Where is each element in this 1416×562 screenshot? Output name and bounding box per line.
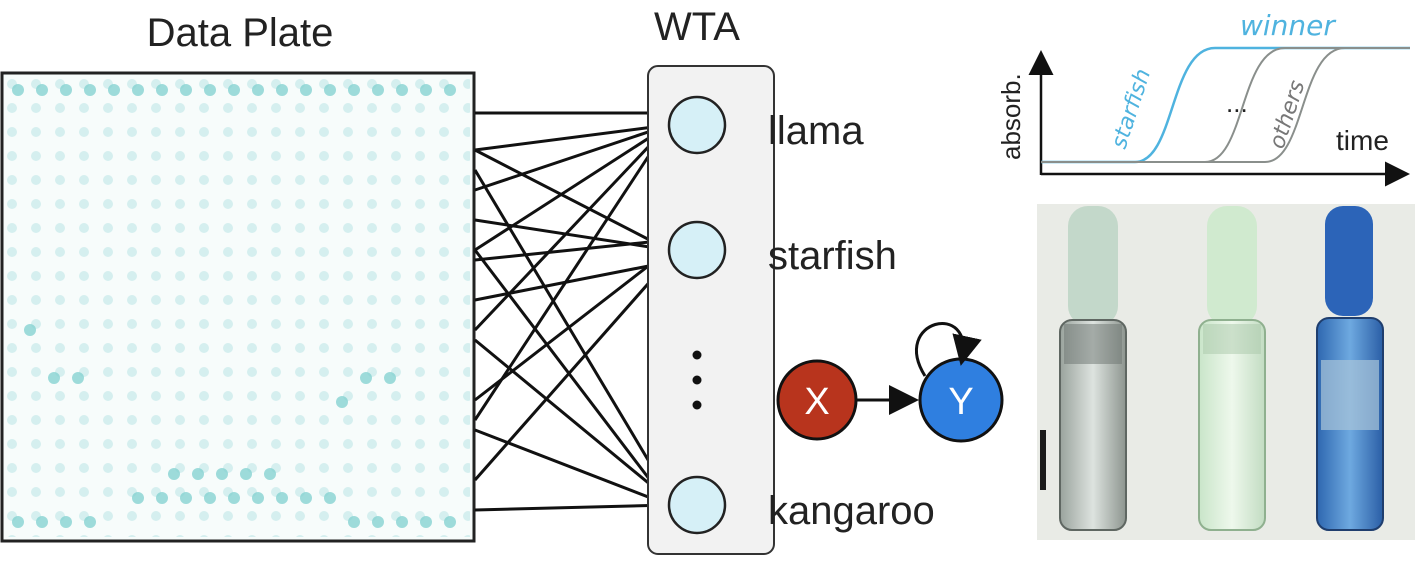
network-edge — [474, 123, 670, 192]
class-label-kangaroo: kangaroo — [768, 489, 935, 533]
plate-well — [240, 468, 252, 480]
class-label-llama: llama — [768, 109, 864, 153]
plate-well — [132, 84, 144, 96]
network-edge — [474, 238, 670, 262]
plate-well — [324, 84, 336, 96]
curve-other-2 — [1041, 47, 1410, 163]
network-edge — [473, 124, 671, 421]
plate-well — [216, 468, 228, 480]
plate-well — [132, 492, 144, 504]
plate-well — [108, 84, 120, 96]
network-edge — [474, 338, 670, 502]
plate-well — [324, 492, 336, 504]
plate-well — [444, 84, 456, 96]
plate-well — [300, 492, 312, 504]
plate-well — [384, 372, 396, 384]
plate-well — [60, 516, 72, 528]
others-curve-label: others — [1265, 77, 1310, 151]
plate-well — [156, 492, 168, 504]
plate-well — [12, 516, 24, 528]
plate-well — [228, 492, 240, 504]
plate-well — [264, 468, 276, 480]
network-edge — [474, 123, 670, 152]
plate-well — [444, 516, 456, 528]
plate-well — [84, 516, 96, 528]
network-edge — [474, 428, 670, 507]
plate-well — [180, 492, 192, 504]
plate-well — [36, 84, 48, 96]
reaction-motif: X Y — [776, 322, 1004, 443]
plate-well — [300, 84, 312, 96]
plate-well — [396, 84, 408, 96]
wta-ellipsis-dot — [692, 400, 702, 410]
curve-starfish — [1041, 46, 1410, 164]
wta-node-kangaroo — [667, 475, 727, 535]
plate-wells — [12, 84, 456, 528]
plate-well — [336, 396, 348, 408]
wta-ellipsis-dot — [692, 350, 702, 360]
plate-well — [156, 84, 168, 96]
network-edge — [474, 148, 670, 252]
network-connections — [473, 111, 671, 512]
plate-well — [12, 84, 24, 96]
y-axis-label: absorb. — [996, 73, 1026, 160]
plate-well — [228, 84, 240, 96]
plate-well — [48, 372, 60, 384]
y-self-loop-arrow — [915, 322, 982, 377]
plate-well — [276, 492, 288, 504]
tube-green — [1198, 206, 1266, 531]
curve-other-1 — [1041, 47, 1410, 163]
plate-well — [396, 516, 408, 528]
class-label-starfish: starfish — [768, 234, 897, 278]
wta-node-llama — [667, 95, 727, 155]
winner-label: winner — [1240, 9, 1336, 42]
plate-well — [24, 324, 36, 336]
plate-well — [204, 492, 216, 504]
plate-well — [84, 84, 96, 96]
plate-well — [252, 492, 264, 504]
plate-well — [180, 84, 192, 96]
x-node — [776, 359, 858, 441]
plate-well — [252, 84, 264, 96]
network-edge — [474, 248, 670, 402]
ellipsis-curve-label: ... — [1226, 88, 1248, 118]
starfish-curve-label: starfish — [1107, 66, 1156, 152]
network-edge — [473, 249, 671, 506]
plate-well — [372, 84, 384, 96]
tube-blue — [1316, 206, 1384, 531]
network-edge — [474, 503, 670, 512]
plate-well — [372, 516, 384, 528]
tube-gray — [1059, 206, 1127, 531]
plate-well — [60, 84, 72, 96]
wta-node-starfish — [667, 220, 727, 280]
plate-well — [420, 84, 432, 96]
network-edge — [473, 169, 671, 496]
plate-well — [348, 516, 360, 528]
y-node-label: Y — [948, 381, 973, 423]
wta-title: WTA — [654, 5, 740, 49]
wta-ellipsis-dot — [692, 375, 702, 385]
kinetics-plot: absorb. time winner starfish ... others — [996, 9, 1410, 187]
plate-well — [420, 516, 432, 528]
plate-well — [168, 468, 180, 480]
plate-well — [72, 372, 84, 384]
x-axis-label: time — [1336, 125, 1389, 156]
plate-well — [204, 84, 216, 96]
wta-layer-box — [647, 65, 775, 555]
plate-well — [276, 84, 288, 96]
network-edge — [473, 123, 671, 332]
data-plate-title: Data Plate — [147, 11, 334, 55]
plate-well — [360, 372, 372, 384]
network-edge — [474, 123, 670, 252]
tube-photo-panel — [1037, 204, 1415, 540]
x-node-label: X — [804, 381, 829, 423]
plate-well — [348, 84, 360, 96]
data-plate — [0, 71, 476, 543]
plate-well — [192, 468, 204, 480]
plate-well — [36, 516, 48, 528]
